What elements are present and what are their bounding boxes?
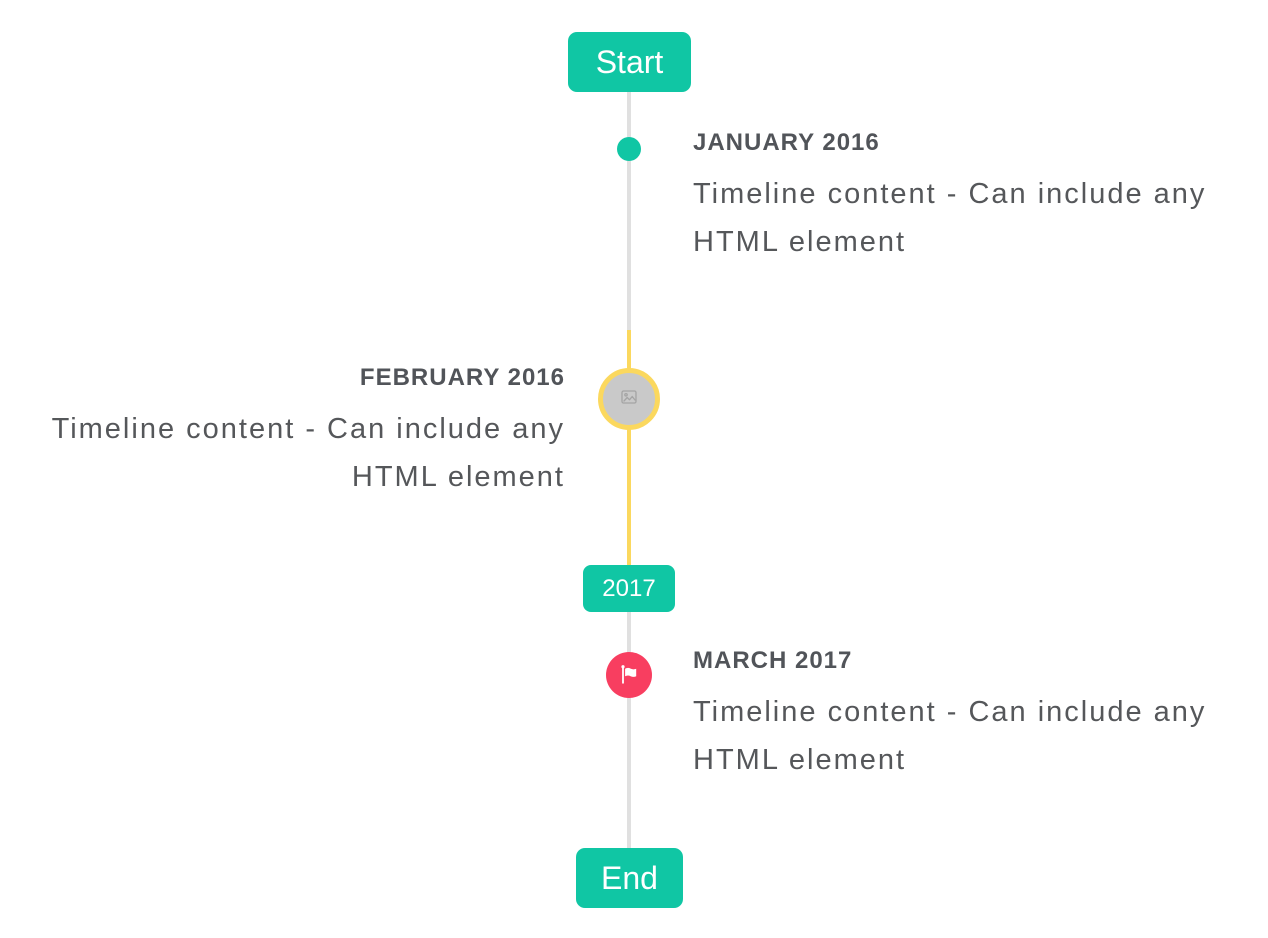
broken-image-icon: [621, 389, 637, 409]
start-badge-label: Start: [595, 43, 664, 80]
end-badge-label: End: [601, 859, 658, 896]
year-badge-label: 2017: [602, 574, 656, 602]
item-title: MARCH 2017: [693, 647, 853, 674]
timeline-line-highlight-segment: [627, 330, 631, 565]
timeline-item-february-2016: FEBRUARY 2016 Timeline content - Can inc…: [5, 363, 565, 501]
item-content: Timeline content - Can include any HTML …: [693, 696, 1207, 776]
timeline-marker-image-february: [598, 368, 660, 430]
timeline-line-top-segment: [627, 92, 631, 330]
item-content: Timeline content - Can include any HTML …: [51, 413, 565, 493]
item-content: Timeline content - Can include any HTML …: [693, 178, 1207, 258]
year-2017-badge: 2017: [583, 565, 675, 612]
timeline-line-bottom-segment: [627, 612, 631, 848]
timeline-marker-flag-march: [606, 652, 652, 698]
timeline-item-january-2016: JANUARY 2016 Timeline content - Can incl…: [693, 128, 1253, 266]
flag-icon: [617, 663, 641, 687]
item-title: JANUARY 2016: [693, 129, 880, 156]
end-badge: End: [576, 848, 683, 908]
timeline-marker-dot-january: [617, 137, 641, 161]
item-title: FEBRUARY 2016: [359, 364, 565, 391]
timeline-item-march-2017: MARCH 2017 Timeline content - Can includ…: [693, 646, 1253, 784]
start-badge: Start: [568, 32, 691, 92]
